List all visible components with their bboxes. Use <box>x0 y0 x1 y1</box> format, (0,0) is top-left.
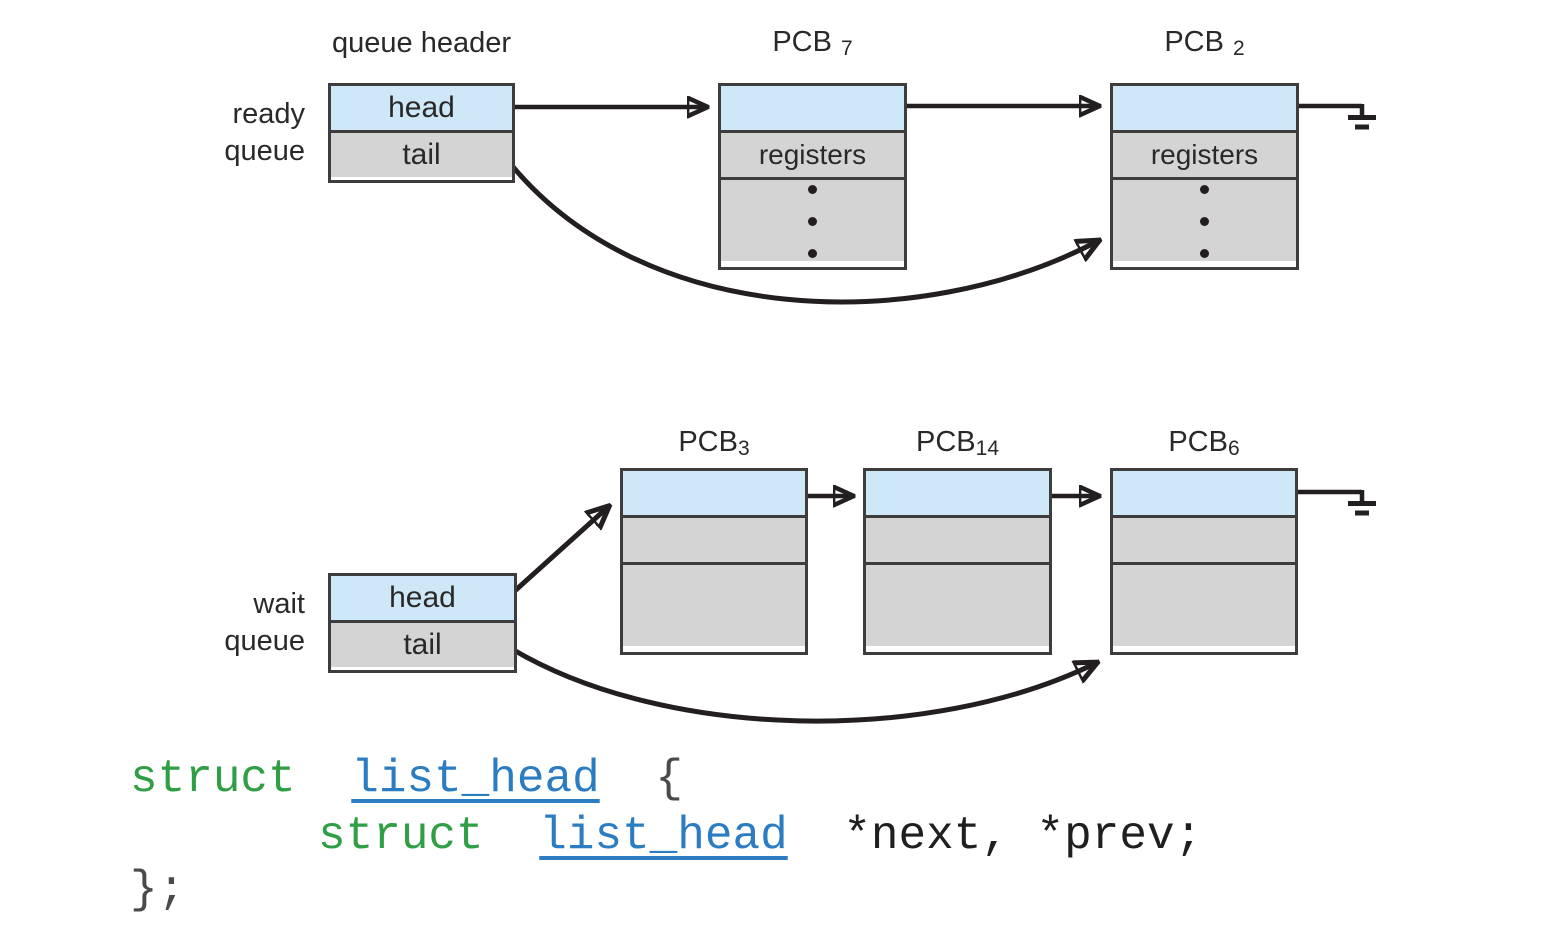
wait-queue-label: wait queue <box>175 586 305 660</box>
pcb14-label: PCB14 <box>863 426 1052 459</box>
pcb2-label: PCB 2 <box>1110 26 1299 59</box>
pcb14-pointer-cell <box>866 471 1049 515</box>
pcb7-pointer-cell <box>721 86 904 130</box>
pcb3-pointer-cell <box>623 471 805 515</box>
pcb3-label: PCB3 <box>620 426 808 459</box>
wait-head-cell: head <box>331 576 514 620</box>
vertical-ellipsis-icon <box>808 249 817 258</box>
code-line-1: struct list_head { <box>130 755 683 803</box>
pointer-members-declaration: *next, *prev; <box>843 810 1203 862</box>
ready-queue-header-box: head tail <box>328 83 515 183</box>
pcb7-label-name: PCB <box>772 26 832 58</box>
pcb2-label-name: PCB <box>1164 26 1224 58</box>
wait-head-pointer-arrow <box>506 507 608 599</box>
ready-tail-cell: tail <box>331 130 512 177</box>
pcb2-pointer-cell <box>1113 86 1296 130</box>
ready-queue-label-line1: ready <box>232 98 305 130</box>
pcb6-field-cell-2 <box>1113 562 1295 646</box>
pcb6-box <box>1110 468 1298 655</box>
ready-queue-label-line2: queue <box>224 135 305 167</box>
list-head-link[interactable]: list_head <box>351 753 600 805</box>
pcb2-box: registers <box>1110 83 1299 270</box>
pcb6-label: PCB6 <box>1110 426 1298 459</box>
vertical-ellipsis-icon <box>1200 217 1209 226</box>
wait-queue-label-line1: wait <box>253 588 305 620</box>
pcb7-registers-cell: registers <box>721 130 904 177</box>
pcb3-label-subscript: 3 <box>737 437 750 460</box>
list-head-link[interactable]: list_head <box>539 810 788 862</box>
pcb2-label-subscript: 2 <box>1232 37 1245 60</box>
pcb3-field-cell <box>623 515 805 562</box>
vertical-ellipsis-icon <box>1200 249 1209 258</box>
pcb2-registers-label: registers <box>1150 139 1259 170</box>
ready-queue-label: ready queue <box>175 96 305 170</box>
vertical-ellipsis-icon <box>808 185 817 194</box>
pcb3-field-cell-2 <box>623 562 805 646</box>
pcb14-label-name: PCB <box>916 426 976 458</box>
pcb7-label: PCB 7 <box>718 26 907 59</box>
wait-tail-pointer-arrow <box>510 646 1096 724</box>
struct-keyword: struct <box>130 753 296 805</box>
pcb6-pointer-cell <box>1113 471 1295 515</box>
pcb3-box <box>620 468 808 655</box>
open-brace: { <box>655 753 683 805</box>
pcb14-box <box>863 468 1052 655</box>
pcb7-label-subscript: 7 <box>840 37 853 60</box>
queue-header-label: queue header <box>332 27 511 59</box>
vertical-ellipsis-icon <box>808 217 817 226</box>
vertical-ellipsis-icon <box>1200 185 1209 194</box>
pcb2-more-fields-cell <box>1113 177 1296 261</box>
wait-queue-label-line2: queue <box>224 625 305 657</box>
closing-brace-semicolon: }; <box>130 864 186 916</box>
code-line-2: struct list_head *next, *prev; <box>318 812 1202 860</box>
wait-queue-header-box: head tail <box>328 573 517 673</box>
pcb14-label-subscript: 14 <box>975 437 999 460</box>
code-line-3: }; <box>130 866 185 914</box>
pcb14-field-cell <box>866 515 1049 562</box>
pcb7-box: registers <box>718 83 907 270</box>
pcb7-more-fields-cell <box>721 177 904 261</box>
pcb2-registers-cell: registers <box>1113 130 1296 177</box>
struct-keyword: struct <box>318 810 484 862</box>
pcb6-label-name: PCB <box>1168 426 1228 458</box>
pcb3-label-name: PCB <box>678 426 738 458</box>
pcb14-field-cell-2 <box>866 562 1049 646</box>
ready-head-cell: head <box>331 86 512 130</box>
pcb6-label-subscript: 6 <box>1227 437 1240 460</box>
wait-tail-cell: tail <box>331 620 514 667</box>
pcb7-registers-label: registers <box>758 139 867 170</box>
pcb6-field-cell <box>1113 515 1295 562</box>
